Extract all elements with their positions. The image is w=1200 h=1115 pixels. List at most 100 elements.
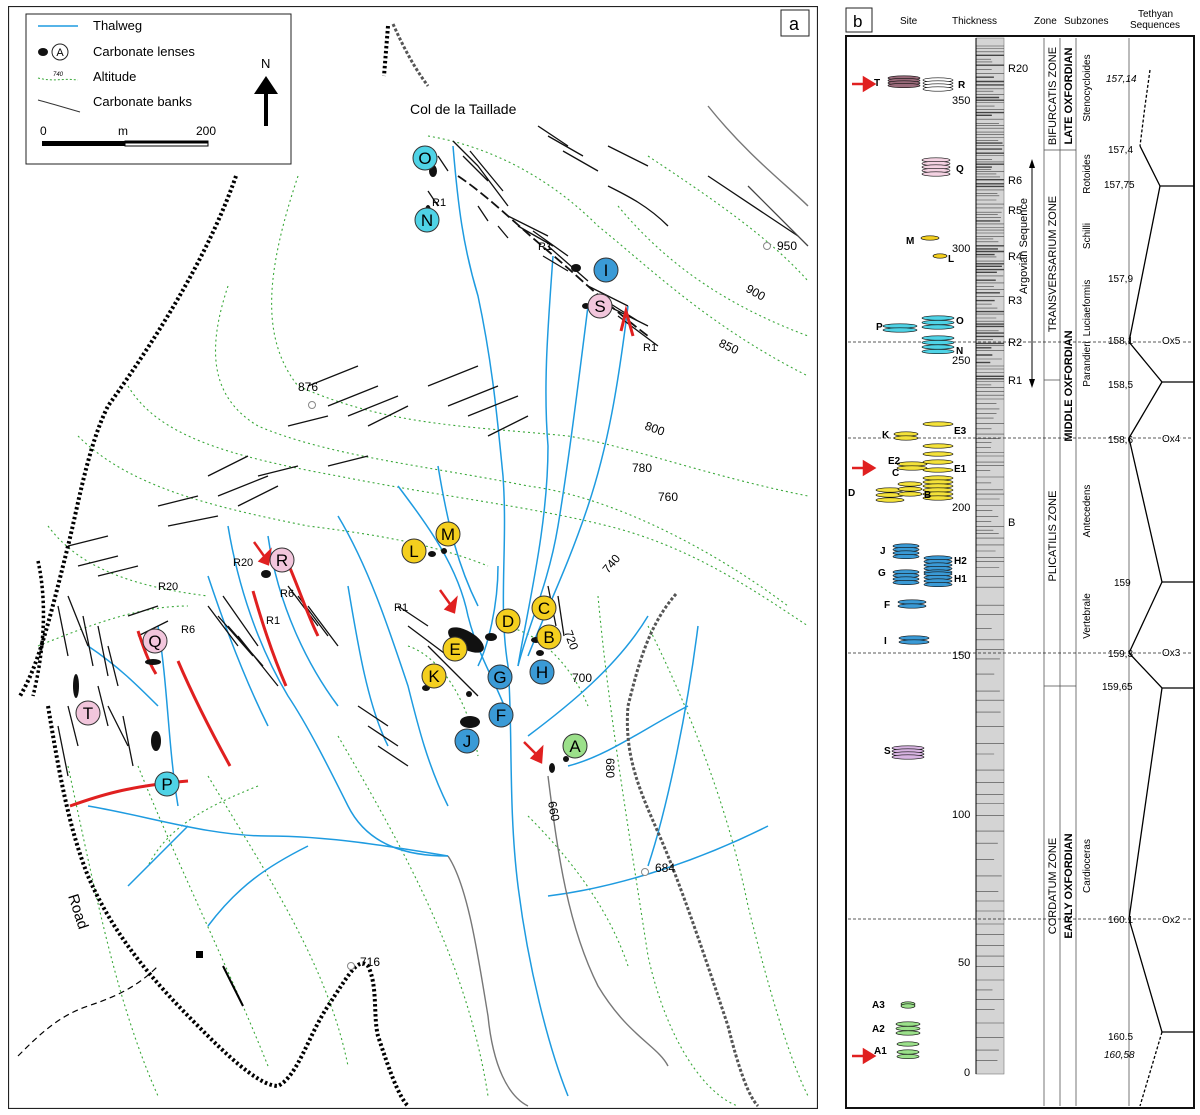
site-C: C — [531, 595, 557, 621]
lens — [892, 553, 920, 560]
svg-text:160.5: 160.5 — [1108, 1032, 1133, 1043]
svg-text:300: 300 — [952, 243, 970, 255]
svg-text:100: 100 — [952, 809, 970, 821]
svg-text:Vertebrale: Vertebrale — [1082, 593, 1093, 639]
column-headers: Site Thickness Zone Subzones Tethyan Seq… — [900, 9, 1180, 31]
elevation-label: 684 — [655, 861, 675, 875]
svg-text:159,65: 159,65 — [1102, 682, 1133, 693]
red-arrows — [852, 75, 877, 1065]
lens — [897, 491, 923, 497]
svg-text:H1: H1 — [954, 574, 967, 585]
lens — [922, 86, 954, 92]
legend-altitude: Altitude — [93, 69, 136, 84]
svg-text:L: L — [948, 254, 954, 265]
lens — [892, 579, 920, 586]
lens — [897, 481, 923, 487]
main-road — [18, 25, 410, 1108]
lens — [922, 443, 954, 449]
svg-text:E1: E1 — [954, 464, 967, 475]
subzone-labels: Stenocycloides Rotoides Schilli Luciaefo… — [1082, 54, 1093, 893]
svg-text:157,9: 157,9 — [1108, 274, 1133, 285]
lens — [882, 327, 918, 333]
lens — [922, 451, 954, 457]
svg-text:Ox3: Ox3 — [1162, 648, 1181, 659]
svg-text:CORDATUM ZONE: CORDATUM ZONE — [1047, 838, 1059, 934]
site-M: M — [435, 521, 461, 547]
site-R: R — [269, 547, 295, 573]
svg-text:F: F — [884, 600, 890, 611]
legend-thalweg: Thalweg — [93, 18, 142, 33]
svg-text:J: J — [463, 732, 472, 751]
svg-text:A2: A2 — [872, 1024, 885, 1035]
svg-text:R: R — [958, 80, 966, 91]
site-E: E — [442, 636, 468, 662]
legend-lens-symbol: A — [56, 47, 64, 59]
svg-text:C: C — [538, 599, 550, 618]
elevation-label: 876 — [298, 380, 318, 394]
site-T: T — [75, 700, 101, 726]
zone-labels: BIFURCATIS ZONE TRANSVERSARIUM ZONE PLIC… — [1047, 47, 1059, 934]
svg-text:N: N — [956, 346, 963, 357]
svg-text:0: 0 — [964, 1067, 970, 1079]
elevation-label: 660 — [545, 800, 562, 822]
argovian-label: Argovian Sequence — [1018, 198, 1030, 294]
path-bottom-left — [17, 965, 159, 1057]
svg-text:BIFURCATIS ZONE: BIFURCATIS ZONE — [1047, 47, 1059, 145]
svg-text:I: I — [884, 636, 887, 647]
svg-text:F: F — [496, 706, 506, 725]
bank-label: R20 — [233, 557, 253, 569]
thickness-column — [975, 37, 1005, 1075]
elevation-label: 950 — [777, 239, 797, 253]
road-segment-left — [31, 560, 46, 697]
site-markers: O N I S M L R Q T P C D B E K G H F J A — [75, 145, 619, 797]
svg-text:Stenocycloides: Stenocycloides — [1082, 54, 1093, 121]
svg-text:E3: E3 — [954, 426, 967, 437]
svg-text:160,58: 160,58 — [1104, 1050, 1135, 1061]
svg-text:L: L — [409, 542, 418, 561]
site-O: O — [412, 145, 438, 171]
lens — [895, 1030, 921, 1036]
altitude-contours — [37, 135, 809, 1107]
elevation-label: 680 — [603, 758, 617, 778]
svg-text:D: D — [848, 488, 855, 499]
elevation-label: 780 — [632, 461, 652, 475]
lens — [921, 348, 955, 355]
tracks — [447, 105, 809, 1107]
svg-text:Antecedens: Antecedens — [1082, 485, 1093, 538]
elevation-label: 800 — [643, 419, 667, 439]
bank-label: R1 — [643, 342, 657, 354]
svg-text:E: E — [449, 640, 460, 659]
svg-text:E2: E2 — [888, 456, 901, 467]
svg-text:H2: H2 — [954, 556, 967, 567]
svg-text:P: P — [161, 775, 172, 794]
svg-text:Rotoides: Rotoides — [1082, 154, 1093, 193]
bank-label: R6 — [280, 588, 294, 600]
svg-text:J: J — [880, 546, 886, 557]
lens — [896, 1053, 920, 1060]
svg-text:159: 159 — [1114, 578, 1131, 589]
svg-text:157,14: 157,14 — [1106, 74, 1137, 85]
svg-text:158,1: 158,1 — [1108, 336, 1133, 347]
svg-text:Q: Q — [956, 164, 964, 175]
site-K: K — [421, 663, 447, 689]
header-tethyan: Tethyan — [1138, 9, 1173, 20]
svg-text:R4: R4 — [1008, 251, 1022, 263]
svg-text:350: 350 — [952, 95, 970, 107]
lens — [921, 339, 955, 346]
header-zone: Zone — [1034, 16, 1057, 27]
svg-text:LATE OXFORDIAN: LATE OXFORDIAN — [1063, 47, 1075, 144]
svg-text:P: P — [876, 322, 883, 333]
elevation-label: 760 — [658, 490, 678, 504]
svg-text:TRANSVERSARIUM ZONE: TRANSVERSARIUM ZONE — [1047, 196, 1059, 332]
lens — [932, 253, 948, 259]
lens — [900, 1003, 916, 1009]
lens — [921, 319, 955, 326]
lens — [922, 421, 954, 427]
lens — [897, 486, 923, 492]
svg-text:G: G — [493, 668, 506, 687]
svg-text:D: D — [502, 612, 514, 631]
svg-text:B: B — [924, 490, 931, 501]
svg-text:R20: R20 — [1008, 63, 1028, 75]
stratigraphic-log-panel: b Site Thickness Zone Subzones Tethyan S… — [845, 7, 1195, 1109]
lens — [875, 497, 905, 503]
